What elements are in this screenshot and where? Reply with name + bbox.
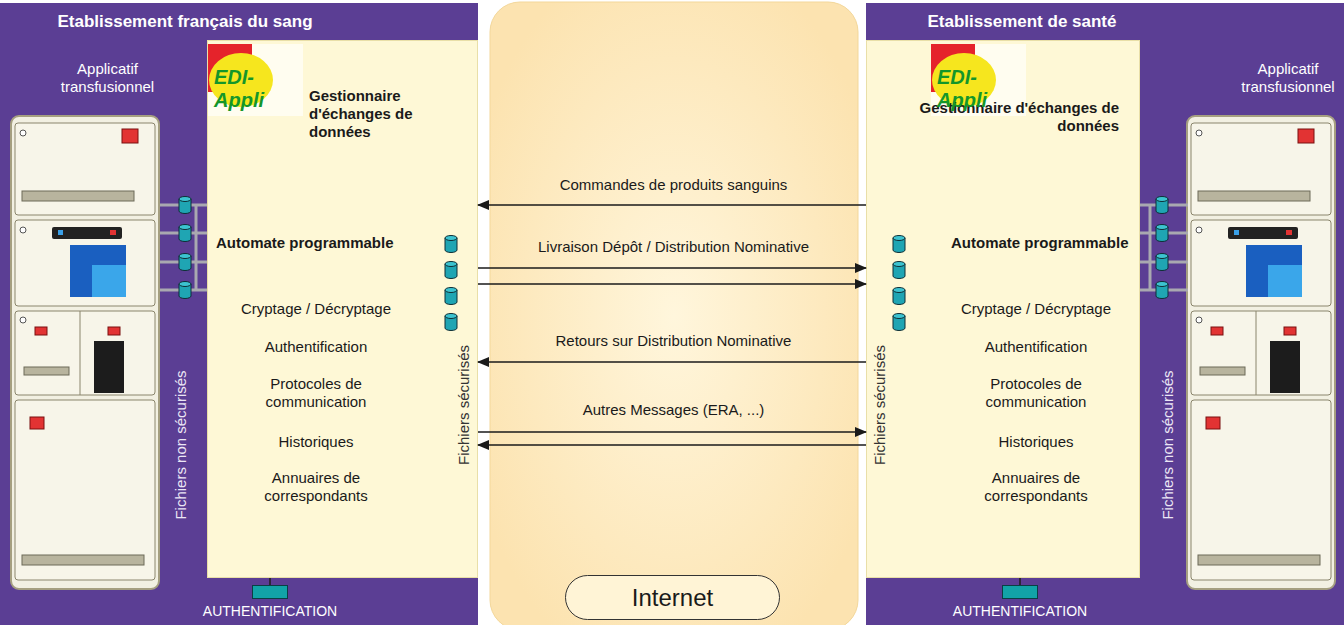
network-label: Internet [566, 585, 779, 611]
function-label: Authentification [211, 338, 421, 356]
function-label: Protocoles de communication [251, 375, 381, 411]
function-label: Annuaires de correspondants [971, 469, 1101, 505]
message-arrow [478, 361, 866, 363]
exchange-manager-box: Gestionnaire d'échanges de donnéesAutoma… [866, 40, 1140, 578]
message-arrow [478, 283, 866, 285]
application-label: Applicatif transfusionnel [1236, 60, 1340, 96]
edi-appli-logo: EDI-Appli [208, 44, 303, 116]
file-store-label: Fichiers sécurisés [871, 345, 889, 465]
edi-appli-logo: EDI-Appli [931, 44, 1026, 116]
message-label: Commandes de produits sanguins [492, 176, 855, 194]
function-label: Cryptage / Décryptage [211, 300, 421, 318]
internet-zone [490, 2, 858, 625]
function-label: Automate programmable [951, 234, 1136, 252]
function-label: Cryptage / Décryptage [931, 300, 1141, 318]
message-arrow [478, 204, 866, 206]
message-arrow [478, 444, 866, 446]
function-label: Automate programmable [216, 234, 401, 252]
message-label: Livraison Dépôt / Distribution Nominativ… [492, 238, 855, 256]
file-store-label: Fichiers non sécurisés [1159, 370, 1177, 519]
message-label: Autres Messages (ERA, ...) [492, 401, 855, 419]
message-arrow [478, 431, 866, 433]
component-title: Gestionnaire d'échanges de données [309, 87, 475, 141]
component-title: Gestionnaire d'échanges de données [897, 99, 1119, 135]
device-cable [269, 578, 271, 585]
function-label: Annuaires de correspondants [251, 469, 381, 505]
logo-text: EDI-Appli [214, 66, 302, 112]
message-arrow [478, 267, 866, 269]
panel-title: Etablissement de santé [902, 12, 1142, 32]
exchange-manager-box: Gestionnaire d'échanges de donnéesAutoma… [207, 40, 478, 578]
internet-box: Internet [565, 575, 780, 620]
file-store-label: Fichiers non sécurisés [172, 370, 190, 519]
authentication-device: AUTHENTIFICATION [195, 585, 345, 623]
device-cable [1019, 578, 1021, 585]
application-label: Applicatif transfusionnel [50, 60, 165, 96]
establishment-panel: Etablissement de santé Gestionnaire d'éc… [866, 3, 1344, 625]
function-label: Protocoles de communication [971, 375, 1101, 411]
file-store-label: Fichiers sécurisés [455, 345, 473, 465]
device-label: AUTHENTIFICATION [195, 603, 345, 620]
panel-title: Etablissement français du sang [20, 12, 350, 32]
function-label: Historiques [931, 433, 1141, 451]
function-label: Historiques [211, 433, 421, 451]
authentication-token [252, 585, 288, 599]
device-label: AUTHENTIFICATION [945, 603, 1095, 620]
authentication-token [1002, 585, 1038, 599]
establishment-panel: Etablissement français du sang Gestionna… [0, 3, 478, 625]
logo-text: EDI-Appli [937, 66, 1025, 112]
function-label: Authentification [931, 338, 1141, 356]
authentication-device: AUTHENTIFICATION [945, 585, 1095, 623]
message-label: Retours sur Distribution Nominative [492, 332, 855, 350]
